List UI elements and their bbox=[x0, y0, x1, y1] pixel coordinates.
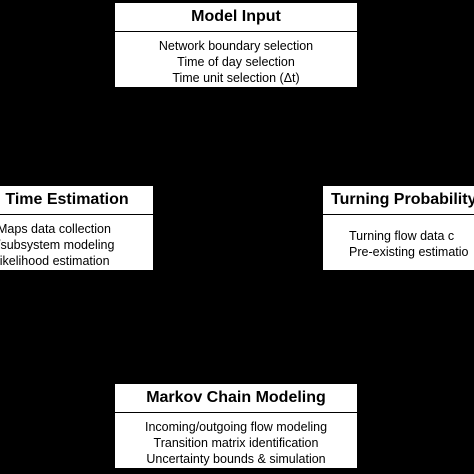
markov-chain-title: Markov Chain Modeling bbox=[115, 384, 357, 413]
markov-chain-item: Incoming/outgoing flow modeling bbox=[144, 420, 328, 434]
turning-probability-title: Turning Probability bbox=[323, 186, 474, 215]
model-input-title: Model Input bbox=[115, 3, 357, 32]
time-estimation-item: Maps data collection bbox=[0, 222, 111, 236]
time-estimation-item: /subsystem modeling bbox=[0, 238, 115, 252]
markov-chain-items: Incoming/outgoing flow modeling Transiti… bbox=[115, 413, 357, 467]
time-estimation-item: likelihood estimation bbox=[0, 254, 110, 268]
time-estimation-title: Time Estimation bbox=[0, 186, 153, 215]
markov-chain-item: Uncertainty bounds & simulation bbox=[146, 452, 326, 466]
time-estimation-items: Maps data collection /subsystem modeling… bbox=[0, 215, 153, 269]
model-input-item: Network boundary selection bbox=[158, 39, 314, 53]
markov-chain-item: Transition matrix identification bbox=[153, 436, 319, 450]
model-input-box: Model Input Network boundary selection T… bbox=[114, 2, 358, 88]
model-input-items: Network boundary selection Time of day s… bbox=[115, 32, 357, 86]
model-input-item: Time of day selection bbox=[177, 55, 295, 69]
markov-chain-box: Markov Chain Modeling Incoming/outgoing … bbox=[114, 383, 358, 469]
turning-probability-box: Turning Probability Turning flow data c … bbox=[322, 185, 474, 271]
time-estimation-box: Time Estimation Maps data collection /su… bbox=[0, 185, 154, 271]
turning-probability-item: Turning flow data c bbox=[349, 229, 455, 243]
model-input-item: Time unit selection (Δt) bbox=[172, 71, 300, 85]
turning-probability-item: Pre-existing estimatio bbox=[349, 245, 469, 259]
turning-probability-items: Turning flow data c Pre-existing estimat… bbox=[323, 215, 474, 260]
